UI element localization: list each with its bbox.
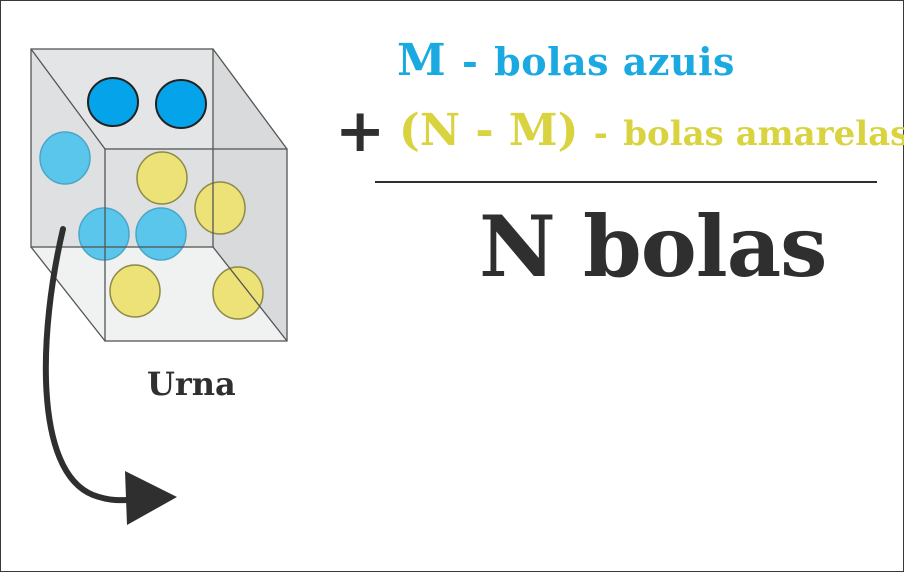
yellow-text: bolas amarelas: [623, 114, 904, 154]
yellow-count: (N - M): [399, 105, 579, 156]
light-blue-ball: [135, 207, 187, 261]
light-blue-ball: [39, 131, 91, 185]
sum-divider: [375, 181, 877, 183]
blue-ball: [155, 79, 207, 129]
yellow-ball: [212, 266, 264, 320]
total-balls-label: N bolas: [479, 197, 827, 296]
yellow-separator: -: [593, 114, 608, 154]
yellow-balls-label: (N - M) - bolas amarelas: [399, 105, 904, 156]
plus-sign: +: [335, 96, 386, 166]
arrow-head-icon: [125, 471, 177, 525]
yellow-ball: [109, 264, 161, 318]
yellow-ball: [136, 151, 188, 205]
blue-balls-label: M - bolas azuis: [397, 35, 735, 86]
light-blue-ball: [78, 207, 130, 261]
urn-edges: [30, 48, 288, 342]
yellow-ball: [194, 181, 246, 235]
blue-ball: [87, 77, 139, 127]
draw-arrow: [42, 226, 177, 525]
urn-label: Urna: [147, 365, 236, 403]
blue-count: M: [397, 35, 447, 86]
blue-text: bolas azuis: [494, 39, 735, 84]
blue-separator: -: [462, 39, 479, 84]
